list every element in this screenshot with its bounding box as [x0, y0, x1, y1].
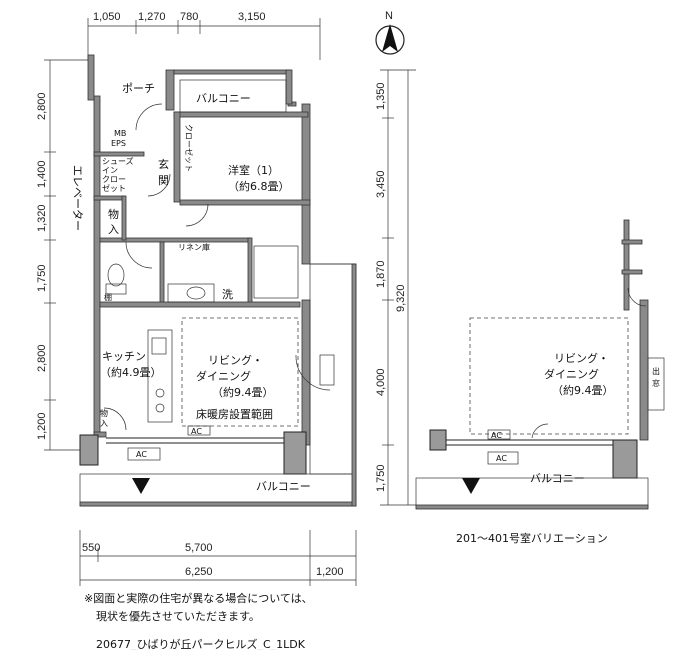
western-room-size: （約6.8畳） [228, 179, 290, 193]
variation-living-size: （約9.4畳） [552, 383, 614, 397]
ac2-label: AC [136, 450, 147, 459]
entrance-label-1: 玄 [158, 157, 169, 171]
shoes-label-4: ゼット [102, 183, 126, 193]
variation-ac2-label: AC [496, 454, 507, 463]
dim-bottom-4: 1,200 [316, 566, 344, 578]
living-label-2: ダイニング [196, 369, 251, 383]
variation-unit [415, 219, 665, 510]
plan-id: 20677_ひばりが丘パークヒルズ_C_1LDK [96, 637, 306, 650]
dim-top-4: 3,150 [238, 11, 266, 23]
entrance-label-2: 関 [158, 174, 169, 187]
kitchen-size: （約4.9畳） [100, 365, 162, 379]
dim-left-4: 1,750 [36, 264, 48, 292]
elevator-label: エレベーター [71, 165, 84, 231]
note-line-2: 現状を優先させていただきます。 [96, 609, 260, 623]
north-label: N [385, 10, 393, 22]
bottom-dimension-line: 550 5,700 6,250 1,200 [79, 530, 357, 586]
dim-top-1: 1,050 [93, 11, 121, 23]
dim-left-1: 2,800 [36, 92, 48, 120]
dim-bottom-2: 5,700 [185, 542, 213, 554]
ac1-label: AC [191, 427, 202, 436]
dim-bottom-1: 550 [82, 542, 100, 554]
storage1-label-2: 入 [108, 223, 119, 236]
dim-left-6: 1,200 [36, 412, 48, 440]
storage1-label-1: 物 [108, 207, 119, 221]
dim-left-3: 1,320 [36, 204, 48, 232]
variation-window-label-1: 出 [652, 366, 660, 376]
dim-left-2: 1,400 [36, 160, 48, 188]
eps-label: EPS [111, 139, 126, 148]
shoes-label-3: クロー [102, 175, 126, 184]
linen-label: リネン庫 [178, 242, 210, 252]
wash-label: 洗 [222, 288, 233, 301]
dim-bottom-3: 6,250 [185, 566, 213, 578]
left-dimension-line: 2,800 1,400 1,320 1,750 2,800 1,200 [36, 59, 90, 451]
variation-caption: 201～401号室バリエーション [456, 531, 608, 545]
storage2-label-1: 物 [100, 408, 108, 418]
dim-top-2: 1,270 [138, 11, 166, 23]
dim-right-4: 4,000 [375, 368, 387, 396]
balcony-bottom-label: バルコニー [256, 480, 311, 493]
storage2-label-2: 入 [100, 419, 108, 428]
balcony-top-label: バルコニー [196, 92, 251, 105]
floor-heating-label: 床暖房設置範囲 [196, 407, 273, 421]
dim-right-5: 1,750 [375, 464, 387, 492]
main-unit [79, 54, 357, 507]
western-room-label: 洋室（1） [228, 163, 279, 177]
shoes-label-2: イン [102, 166, 118, 175]
right-dimension-line: 1,350 3,450 1,870 4,000 1,750 9,320 [375, 69, 416, 506]
porch-label: ポーチ [122, 82, 155, 95]
living-label-1: リビング・ [208, 353, 263, 367]
variation-living-label-1: リビング・ [554, 351, 609, 365]
variation-window-label-2: 窓 [652, 378, 660, 388]
variation-balcony-label: バルコニー [530, 472, 585, 485]
dim-left-5: 2,800 [36, 344, 48, 372]
dim-right-total: 9,320 [395, 284, 407, 312]
north-arrow-icon: N [375, 10, 405, 55]
mb-label: MB [114, 129, 126, 138]
variation-living-label-2: ダイニング [544, 367, 599, 381]
note-line-1: ※図面と実際の住宅が異なる場合については、 [84, 591, 313, 605]
shelf-label: 棚 [104, 292, 112, 302]
dim-right-2: 3,450 [375, 170, 387, 198]
closet-label: クローゼット [184, 124, 194, 172]
shoes-label-1: シューズ [102, 156, 134, 166]
kitchen-label: キッチン [102, 350, 146, 363]
variation-ac1-label: AC [491, 431, 502, 440]
living-size: （約9.4畳） [212, 385, 274, 399]
top-dimension-line: 1,050 1,270 780 3,150 [87, 11, 321, 60]
dim-right-1: 1,350 [375, 82, 387, 110]
dim-right-3: 1,870 [375, 260, 387, 288]
dim-top-3: 780 [180, 11, 198, 23]
